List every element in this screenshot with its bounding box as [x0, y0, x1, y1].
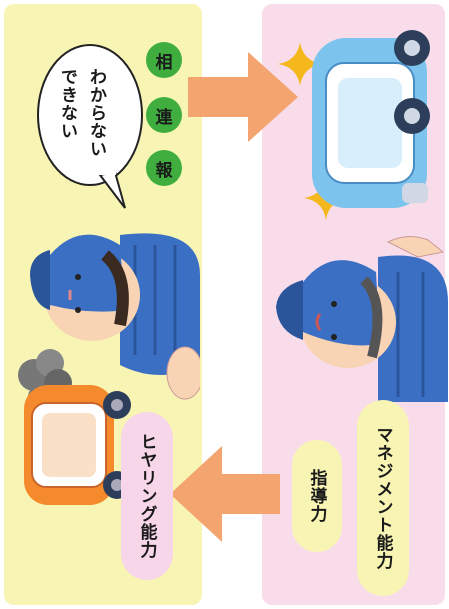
car-shiny-icon: [312, 30, 430, 208]
pill-leadership: 指導力: [292, 440, 342, 552]
circle-soudan: 相: [146, 42, 182, 78]
pill-management-label: マネジメント能力: [372, 426, 393, 570]
pill-hearing-ability: ヒヤリング能力: [121, 412, 173, 580]
pill-leadership-label: 指導力: [306, 469, 327, 523]
arrow-left-icon: [170, 446, 280, 542]
sparkle-icon: [278, 42, 322, 86]
circle-houkoku: 報: [146, 150, 182, 186]
bubble-line-2: できない: [57, 68, 77, 140]
circle-renraku: 連: [146, 97, 182, 133]
pill-management: マネジメント能力: [357, 400, 409, 596]
speech-bubble-text: わからない できない: [55, 68, 109, 158]
bubble-line-1: わからない: [86, 68, 106, 158]
pill-hearing-label: ヒヤリング能力: [136, 433, 157, 559]
worker-confident-icon: [276, 236, 448, 402]
speech-bubble-icon: [37, 44, 143, 209]
worker-troubled-icon: [30, 233, 200, 400]
arrow-right-icon: [188, 52, 298, 142]
